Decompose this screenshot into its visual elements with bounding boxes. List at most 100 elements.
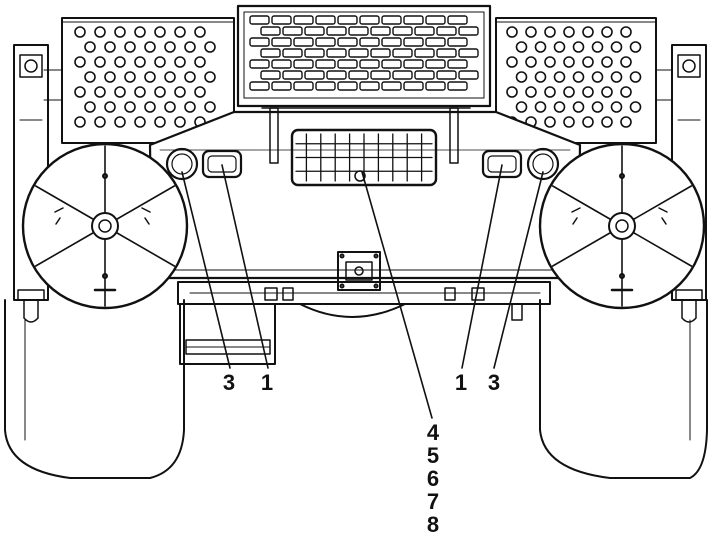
grille-brick [271,15,292,25]
grille-brick [337,15,358,25]
callout-left-outer: 3 [223,370,235,395]
perforation-hole [591,71,604,83]
perforation-hole [74,116,86,128]
perforation-hole [174,116,186,128]
perforation-hole [582,86,594,98]
perforation-hole [164,101,176,113]
leader-center-4 [361,171,433,419]
perforation-hole [204,101,216,113]
grille-brick [359,15,380,25]
perforation-hole [174,86,186,98]
perforation-hole [534,71,547,83]
grille-brick [447,81,468,91]
perforation-hole [591,41,604,53]
grille-brick [436,26,457,36]
grille-brick [271,81,292,91]
grille-brick [315,37,336,47]
perforation-hole [154,116,166,128]
grille-brick [249,37,270,47]
grille-brick [337,81,358,91]
perforation-hole [582,116,594,128]
perforation-hole [144,41,156,53]
perforation-hole [194,26,206,38]
grille-brick [370,48,391,58]
grille-brick [381,15,402,25]
perforation-hole [601,86,613,98]
perforation-hole [601,26,613,38]
wheel-spoke [633,232,693,267]
rear-vent-grille [290,128,438,187]
perforation-hole [174,56,186,68]
perforation-hole [164,41,176,53]
perforation-hole [184,41,196,53]
perforation-hole [591,101,604,113]
grille-brick [392,26,413,36]
perforation-hole [124,41,136,53]
grille-brick [447,59,468,69]
callout-right-inner: 1 [455,370,467,395]
center-grille-panel [236,4,492,108]
grille-brick [282,70,303,80]
perforation-hole [154,26,166,38]
perforation-hole [610,41,623,53]
perforation-hole [629,71,642,83]
perforation-hole [124,71,136,83]
leader-right-1 [461,164,503,369]
perforation-hole [164,71,176,83]
grille-brick [293,81,314,91]
grille-brick [260,26,281,36]
perforation-hole [515,41,528,53]
perforation-hole [553,101,566,113]
grille-brick [370,70,391,80]
perforation-hole [553,41,566,53]
grille-brick [436,70,457,80]
perforation-hole [84,71,96,83]
grille-brick [271,37,292,47]
callout-right-outer: 3 [488,370,500,395]
grille-brick-pattern [249,15,479,91]
right-wheel [538,142,706,310]
perforation-hole [582,26,594,38]
perforation-hole [534,101,547,113]
wheel-spoke [551,185,611,220]
grille-brick [392,70,413,80]
callout-left-inner: 1 [261,370,273,395]
perforation-hole [563,26,575,38]
perforation-hole [194,56,206,68]
grille-brick [425,81,446,91]
grille-brick [370,26,391,36]
perforation-hole [582,56,594,68]
grille-brick [403,37,424,47]
grille-brick [414,26,435,36]
grille-brick [348,26,369,36]
callout-center-4: 4 [427,420,440,445]
perforation-hole [525,86,537,98]
perforation-hole [572,71,585,83]
grille-brick [381,81,402,91]
grille-brick [304,70,325,80]
perforation-hole [544,26,556,38]
perforation-hole [563,86,575,98]
perforation-hole [544,56,556,68]
perforation-hole [94,56,106,68]
perforation-hole [553,71,566,83]
grille-brick [425,59,446,69]
grille-brick [249,15,270,25]
grille-brick [337,37,358,47]
perforation-hole [620,86,632,98]
perforation-hole [544,86,556,98]
perforation-hole [84,101,96,113]
grille-brick [403,81,424,91]
perforation-hole [620,26,632,38]
grille-brick [359,37,380,47]
left-perforation-pattern [74,26,216,128]
right-lamp-rect [481,149,523,179]
grille-brick [260,48,281,58]
grille-brick [381,37,402,47]
left-upper-cabinet [61,17,235,144]
grille-brick [414,48,435,58]
grille-brick [458,26,479,36]
grille-brick [271,59,292,69]
grille-brick [447,37,468,47]
